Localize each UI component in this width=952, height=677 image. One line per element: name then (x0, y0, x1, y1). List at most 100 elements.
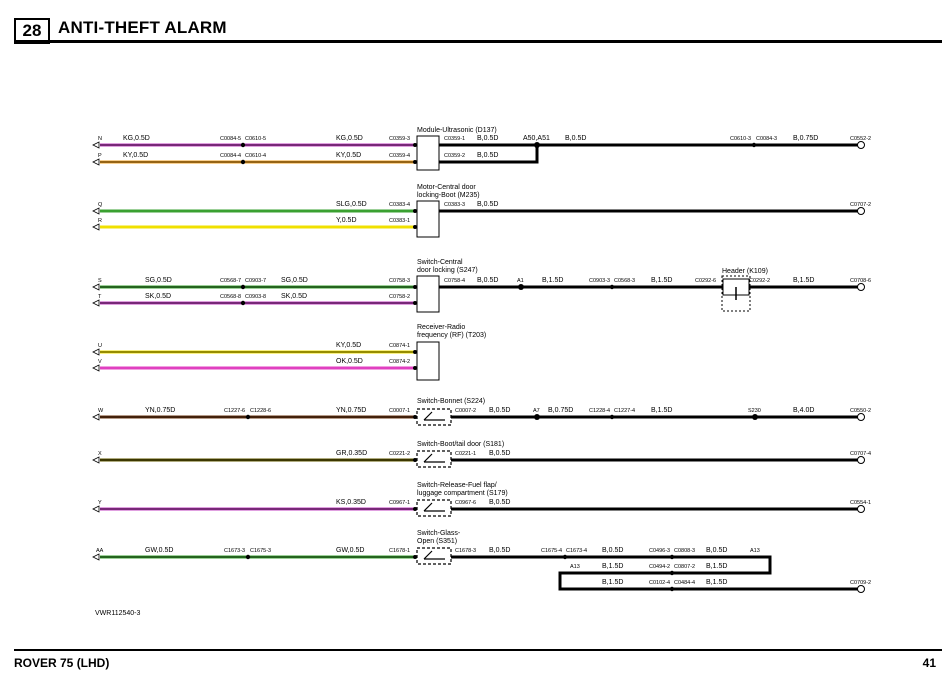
module-ultrasonic-box (416, 135, 440, 171)
page-number-box: 28 (14, 18, 50, 44)
connector-id: C0807-2 (674, 564, 695, 570)
splice-dots (518, 142, 758, 592)
connector-id: C0568-8 (220, 294, 241, 300)
wire-label: GR,0.35D (336, 450, 367, 457)
splice-id: A13 (750, 548, 760, 554)
wire-label: YN,0.75D (145, 407, 175, 414)
row-letter: P (98, 153, 102, 159)
component-label: Switch-Central (417, 259, 463, 266)
footer-page-number: 41 (922, 656, 936, 670)
pin-id: C0758-3 (389, 278, 410, 284)
connector-id: C0484-4 (674, 580, 695, 586)
connector-id: C0903-3 (589, 278, 610, 284)
wire-label: B,0.5D (477, 135, 498, 142)
splice-id: S230 (748, 408, 761, 414)
row-letter: U (98, 343, 102, 349)
wire-label: B,0.5D (489, 547, 510, 554)
component-label: Switch-Boot/tail door (S181) (417, 441, 504, 448)
ground-symbol-icon (857, 141, 865, 593)
wire-label: B,1.5D (706, 579, 727, 586)
connector-id: C1673-3 (224, 548, 245, 554)
connector-id: C1227-4 (614, 408, 635, 414)
splice-id: A7 (533, 408, 540, 414)
pin-id: C1678-3 (455, 548, 476, 554)
connector-id: C0292-6 (695, 278, 716, 284)
wire-label: B,1.5D (602, 579, 623, 586)
footer-rule (14, 649, 942, 651)
wire-label: SK,0.5D (281, 293, 307, 300)
connector-id: C0610-3 (730, 136, 751, 142)
wire-label: B,0.5D (602, 547, 623, 554)
wire-label: KG,0.5D (336, 135, 363, 142)
connector-id: C1675-4 (541, 548, 562, 554)
wire-label: B,0.5D (489, 499, 510, 506)
component-label: locking-Boot (M235) (417, 192, 480, 199)
component-label: Open (S351) (417, 538, 457, 545)
splice-id: A13 (570, 564, 580, 570)
wire-label: KY,0.5D (123, 152, 148, 159)
row-letter: AA (96, 548, 104, 554)
component-label: Switch-Release-Fuel flap/ (417, 482, 497, 489)
wire-label: B,1.5D (651, 277, 672, 284)
component-label: Module-Ultrasonic (D137) (417, 127, 497, 134)
wire-label: B,0.5D (477, 201, 498, 208)
connector-id: C0808-3 (674, 548, 695, 554)
pin-id: C0221-2 (389, 451, 410, 457)
row-letter: T (98, 294, 102, 300)
component-label: Header (K109) (722, 268, 768, 275)
ground-id: C0707-4 (850, 451, 871, 457)
pin-id: C0874-2 (389, 359, 410, 365)
connector-id: C0084-5 (220, 136, 241, 142)
wire-label: KS,0.35D (336, 499, 366, 506)
ground-id: C0550-2 (850, 408, 871, 414)
wire-label: SK,0.5D (145, 293, 171, 300)
diagram-reference: VWR112540-3 (95, 610, 141, 617)
pin-id: C0758-2 (389, 294, 410, 300)
ground-id: C0708-6 (850, 278, 871, 284)
component-label: Switch-Glass- (417, 530, 461, 537)
wire-label: B,0.75D (548, 407, 573, 414)
wire-label: B,0.75D (793, 135, 818, 142)
wire-label: Y,0.5D (336, 217, 357, 224)
header-k109-symbol (721, 275, 751, 312)
connector-id: C0084-4 (220, 153, 241, 159)
pin-id: C0359-3 (389, 136, 410, 142)
wire-label: B,0.5D (477, 152, 498, 159)
page-number: 28 (22, 21, 42, 40)
pin-id: C0007-1 (389, 408, 410, 414)
row-letter: R (98, 218, 102, 224)
splice-id: A1 (517, 278, 524, 284)
connector-id: C0494-2 (649, 564, 670, 570)
component-label: luggage compartment (S179) (417, 490, 508, 497)
pin-id: C0221-1 (455, 451, 476, 457)
inline-connectors (240, 142, 251, 560)
row-letter: S (98, 278, 102, 284)
wire-label: B,0.5D (565, 135, 586, 142)
row-letter: N (98, 136, 102, 142)
wire-label: KG,0.5D (123, 135, 150, 142)
connector-id: C1673-4 (566, 548, 587, 554)
pin-id: C0967-1 (389, 500, 410, 506)
pin-id: C0383-1 (389, 218, 410, 224)
header-rule (14, 40, 942, 43)
wire-label: B,1.5D (706, 563, 727, 570)
pin-id: C0758-4 (444, 278, 465, 284)
receiver-rf-box (416, 341, 440, 381)
component-label: frequency (RF) (T203) (417, 332, 486, 339)
pin-id: C0383-3 (444, 202, 465, 208)
connector-id: C0292-2 (749, 278, 770, 284)
wire-label: KY,0.5D (336, 152, 361, 159)
row-letter: X (98, 451, 102, 457)
ground-id: C0554-1 (850, 500, 871, 506)
row-letter: V (98, 359, 102, 365)
footer-model: ROVER 75 (LHD) (14, 656, 110, 670)
component-label: Receiver-Radio (417, 324, 465, 331)
ground-id: C0707-2 (850, 202, 871, 208)
ground-id: C0709-2 (850, 580, 871, 586)
connector-id: C0903-7 (245, 278, 266, 284)
splice-label: A50,A51 (523, 135, 550, 142)
wire-label: B,0.5D (489, 407, 510, 414)
connector-id: C1227-6 (224, 408, 245, 414)
wire-label: GW,0.5D (336, 547, 364, 554)
component-label: Motor-Central door (417, 184, 476, 191)
